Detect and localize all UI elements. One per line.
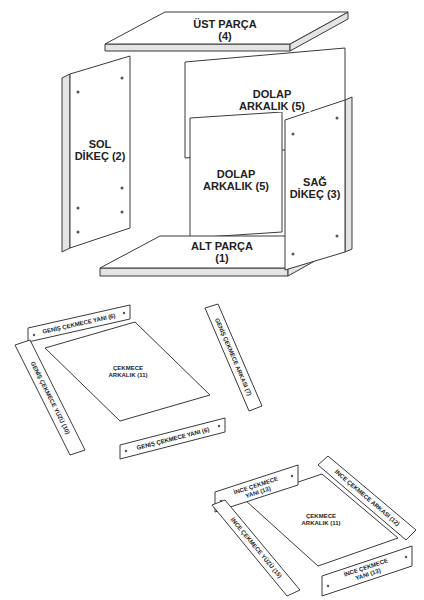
dowel-hole <box>77 207 80 210</box>
dowel-hole <box>292 253 295 256</box>
drawer-front <box>212 500 300 596</box>
dowel-hole <box>218 425 220 427</box>
right-side-panel <box>285 100 345 270</box>
part-label: ÜST PARÇA (4) <box>189 18 261 42</box>
drawer-back <box>318 456 416 540</box>
dowel-hole <box>77 231 80 234</box>
dowel-hole <box>121 211 124 214</box>
dowel-hole <box>123 312 125 314</box>
part-label: SAĞ DİKEÇ (3) <box>287 176 344 200</box>
dowel-hole <box>336 235 339 238</box>
drawer-side <box>28 305 130 342</box>
dowel-hole <box>336 117 339 120</box>
part-label: İNCE ÇEKMECE YANI (13) <box>337 556 396 587</box>
panel-edge <box>345 97 352 252</box>
panel-edge <box>100 268 288 276</box>
dowel-hole <box>121 187 124 190</box>
dowel-hole <box>121 77 124 80</box>
back-panel <box>190 112 282 238</box>
dowel-hole <box>291 475 293 477</box>
top-panel <box>105 12 348 44</box>
part-label: DOLAP ARKALIK (5) <box>234 88 311 112</box>
panel-edge <box>105 44 290 51</box>
part-label: GENİŞ ÇEKMECE YÜZÜ (10) <box>29 359 72 436</box>
dowel-hole <box>33 334 35 336</box>
dowel-hole <box>125 450 127 452</box>
part-label: ÇEKMECE ARKALIK (11) <box>292 513 350 526</box>
left-side-panel <box>70 56 130 248</box>
drawer-front <box>15 340 85 455</box>
part-label: GENİŞ ÇEKMECE ARKASI (7) <box>213 316 253 397</box>
dowel-hole <box>77 91 80 94</box>
part-label: SOL DİKEÇ (2) <box>72 138 129 162</box>
part-label: ÇEKMECE ARKALIK (11) <box>99 365 157 378</box>
part-label: ALT PARÇA (1) <box>186 240 258 264</box>
dowel-hole <box>405 556 407 558</box>
dowel-hole <box>327 585 329 587</box>
drawer-side <box>322 546 412 596</box>
part-label: DOLAP ARKALIK (5) <box>198 168 275 192</box>
dowel-hole <box>292 133 295 136</box>
panel-edge <box>62 74 70 252</box>
drawer-side <box>120 418 225 459</box>
drawer-bottom <box>45 322 210 421</box>
drawer-back <box>205 304 262 411</box>
